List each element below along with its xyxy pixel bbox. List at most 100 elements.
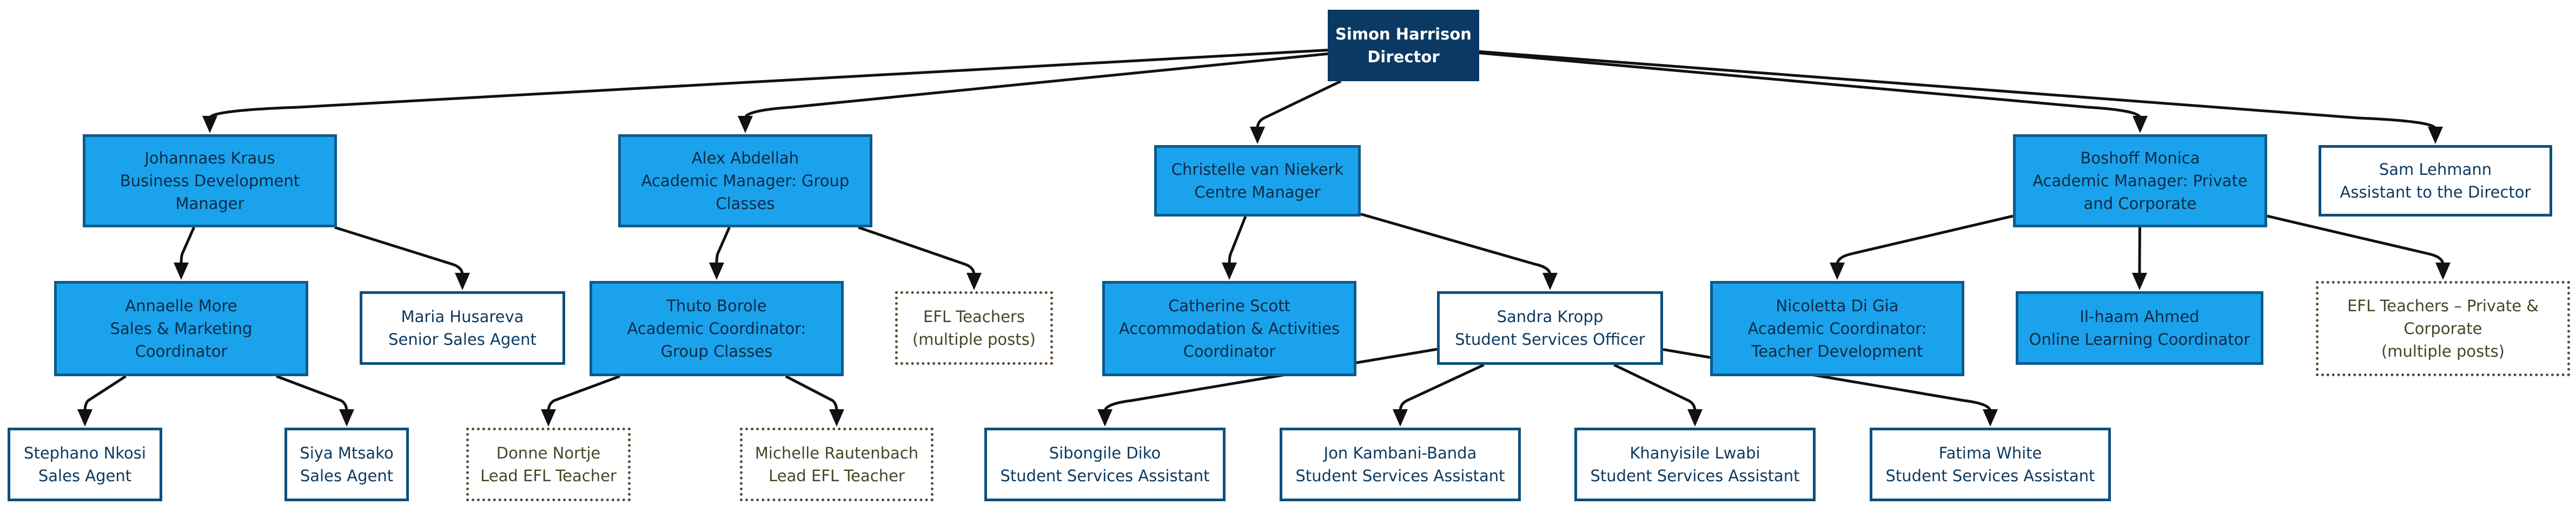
edge-simon-johannaes — [208, 49, 1328, 119]
edge-simon-sam — [1479, 50, 2437, 129]
node-text-line: Director — [1367, 48, 1440, 66]
node-text-line: Accommodation & Activities — [1118, 319, 1340, 338]
arrowhead-simon-christelle — [1250, 127, 1265, 144]
node-text-line: Business Development — [120, 172, 300, 190]
node-text-line: (multiple posts) — [912, 330, 1036, 349]
arrowhead-sandra-jon — [1393, 409, 1408, 427]
edge-johannaes-maria — [334, 226, 464, 276]
edge-johannaes-annaelle — [180, 226, 195, 265]
arrowhead-annaelle-siya — [339, 409, 354, 427]
arrowhead-boshoff-ilhaam — [2132, 273, 2147, 290]
node-text-line: Siya Mtsako — [300, 444, 394, 462]
node-text-line: Coordinator — [1183, 342, 1276, 361]
node-text-line: Donne Nortje — [496, 444, 601, 462]
node-text-line: Student Services Officer — [1455, 330, 1645, 349]
node-text-line: Group Classes — [660, 342, 773, 361]
node-text-line: Sandra Kropp — [1496, 307, 1604, 326]
node-text-line: Sam Lehmann — [2379, 160, 2492, 179]
node-text-line: Student Services Assistant — [1295, 467, 1505, 485]
arrowhead-johannaes-annaelle — [174, 263, 189, 280]
node-text-line: Fatima White — [1938, 444, 2042, 462]
node-text-line: Manager — [175, 194, 244, 213]
node-text-line: Thuto Borole — [666, 297, 767, 315]
node-text-line: Michelle Rautenbach — [754, 444, 919, 462]
arrowhead-simon-johannaes — [202, 116, 217, 133]
node-text-line: Student Services Assistant — [1000, 467, 1210, 485]
node-text-line: Sales Agent — [38, 467, 132, 485]
node-text-line: Simon Harrison — [1335, 25, 1472, 43]
arrowhead-thuto-michelle — [829, 409, 844, 427]
node-text-line: Sibongile Diko — [1049, 444, 1161, 462]
edge-simon-alex — [744, 52, 1328, 119]
edge-thuto-donne — [547, 375, 620, 412]
node-text-line: EFL Teachers — [923, 307, 1025, 326]
arrowhead-annaelle-stephano — [77, 409, 92, 427]
node-text-line: Sales Agent — [300, 467, 394, 485]
org-node-efl-group: EFL Teachers (multiple posts) — [895, 291, 1053, 365]
node-text-line: Christelle van Niekerk — [1171, 160, 1344, 179]
node-text-line: Boshoff Monica — [2080, 149, 2200, 167]
arrowhead-sandra-fatima — [1983, 409, 1998, 427]
edge-annaelle-stephano — [83, 375, 127, 412]
node-text-line: Classes — [716, 194, 775, 213]
arrowhead-boshoff-nicoletta — [1830, 263, 1845, 280]
arrowhead-simon-alex — [738, 116, 753, 133]
node-text-line: Student Services Assistant — [1590, 467, 1800, 485]
edge-alex-efl_group — [858, 226, 976, 276]
edge-annaelle-siya — [276, 375, 348, 412]
node-text-line: Annaelle More — [125, 297, 237, 315]
node-text-line: Stephano Nkosi — [24, 444, 146, 462]
edge-alex-thuto — [715, 226, 731, 265]
edge-boshoff-nicoletta — [1836, 214, 2014, 265]
node-text-line: Lead EFL Teacher — [480, 467, 617, 485]
node-text-line: Catherine Scott — [1168, 297, 1290, 315]
arrowhead-johannaes-maria — [455, 273, 470, 290]
node-text-line: Senior Sales Agent — [388, 330, 537, 349]
edge-simon-boshoff — [1479, 51, 2142, 119]
edge-boshoff-efl_private — [2267, 214, 2445, 265]
node-text-line: Academic Manager: Group — [641, 172, 850, 190]
node-text-line: Lead EFL Teacher — [769, 467, 905, 485]
arrowhead-thuto-donne — [541, 409, 556, 427]
node-text-line: Maria Husareva — [401, 307, 524, 326]
node-text-line: Jon Kambani-Banda — [1323, 444, 1477, 462]
node-text-line: EFL Teachers – Private & — [2347, 297, 2539, 315]
node-text-line: Centre Manager — [1194, 183, 1321, 201]
node-text-line: Nicoletta Di Gia — [1776, 297, 1899, 315]
node-text-line: Teacher Development — [1751, 342, 1923, 361]
node-text-line: Academic Manager: Private — [2032, 172, 2248, 190]
arrowhead-simon-boshoff — [2133, 116, 2148, 133]
arrowhead-alex-thuto — [709, 263, 724, 280]
node-text-line: (multiple posts) — [2381, 342, 2505, 361]
edge-sandra-khanyisile — [1613, 363, 1697, 412]
node-text-line: Assistant to the Director — [2340, 183, 2531, 201]
node-text-line: Coordinator — [135, 342, 228, 361]
arrowhead-christelle-sandra — [1542, 273, 1558, 290]
arrowhead-simon-sam — [2428, 127, 2443, 144]
edge-christelle-catherine — [1228, 216, 1247, 265]
org-node-efl-private: EFL Teachers – Private &Corporate(multip… — [2316, 281, 2570, 376]
edge-thuto-michelle — [785, 375, 838, 412]
node-text-line: Academic Coordinator: — [627, 319, 806, 338]
edge-christelle-sandra — [1360, 213, 1552, 276]
node-text-line: Alex Abdellah — [691, 149, 799, 167]
node-text-line: Il-haam Ahmed — [2080, 307, 2200, 326]
